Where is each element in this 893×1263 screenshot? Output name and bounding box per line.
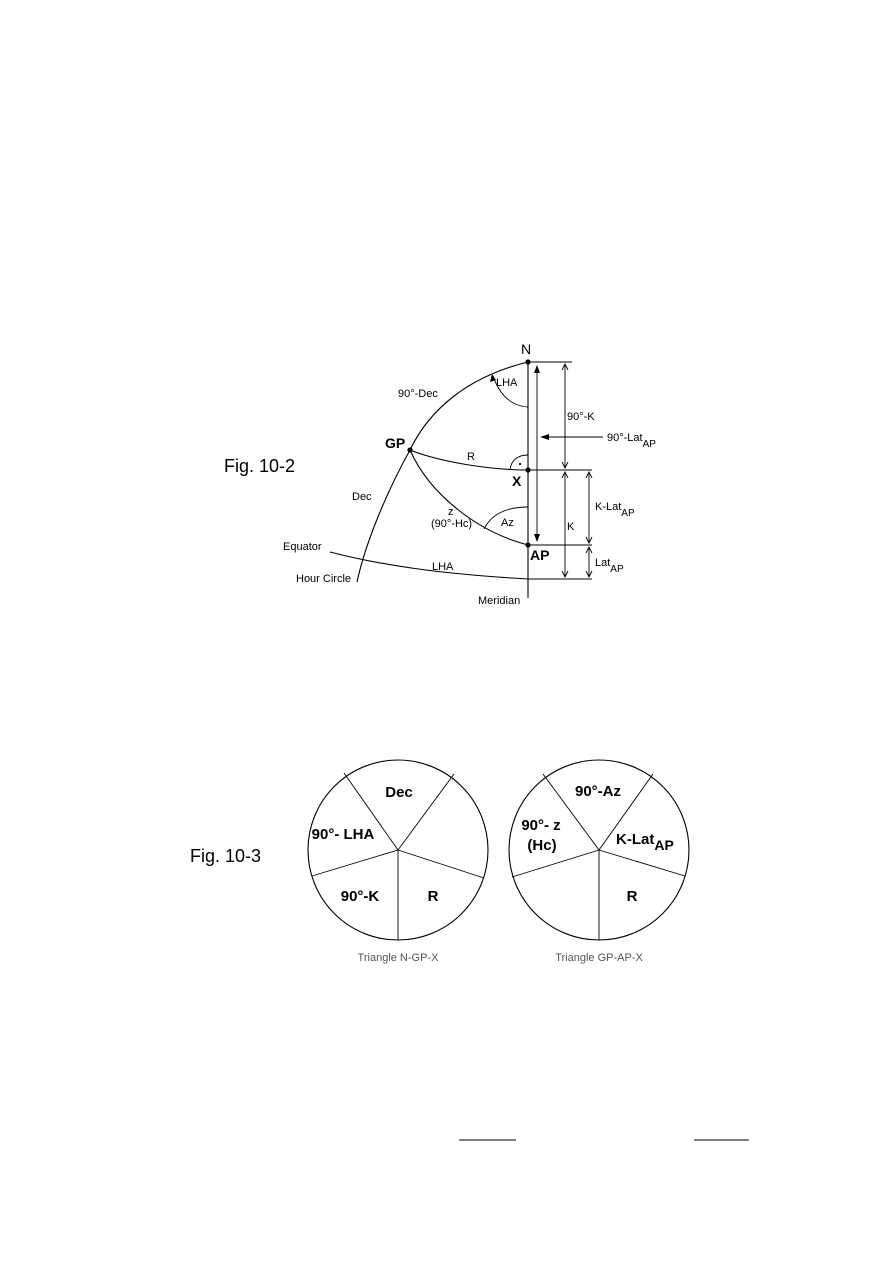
right-seg-left-line1: 90°- z	[521, 817, 560, 834]
fig-10-3: Fig. 10-3 Dec 90°- LHA 90°-K R Triangle …	[190, 759, 690, 964]
right-seg-bottom-right: R	[627, 888, 638, 905]
point-x	[525, 467, 531, 473]
angle-lha-arc	[492, 375, 529, 408]
angle-lha-arrow	[490, 374, 496, 382]
label-ap: AP	[530, 547, 549, 563]
right-angle-mark	[509, 454, 529, 471]
dim-k-lat-arrow-top	[585, 470, 593, 479]
left-divider-3	[311, 849, 399, 877]
label-x: X	[512, 473, 522, 489]
left-seg-top: Dec	[385, 784, 413, 801]
right-divider-1	[542, 773, 600, 851]
fig-10-3-label: Fig. 10-3	[190, 846, 261, 866]
dim-arrow-up	[534, 365, 540, 373]
left-seg-bottom-left: 90°-K	[341, 888, 380, 905]
angle-az-arc	[483, 506, 529, 530]
label-ninety-dec: 90°-Dec	[398, 388, 438, 400]
equator-arc	[329, 551, 529, 580]
label-ninety-k: 90°-K	[567, 411, 595, 423]
label-r: R	[467, 451, 475, 463]
arc-z	[409, 449, 529, 546]
point-n	[525, 359, 531, 365]
left-seg-left: 90°- LHA	[312, 826, 375, 843]
label-gp: GP	[385, 435, 405, 451]
napier-circle-right: 90°-Az 90°- z (Hc) K-LatAP R Triangle GP…	[508, 759, 690, 964]
dim-arrow-down	[534, 534, 540, 542]
dim-k-arrow-top	[561, 470, 569, 479]
right-seg-left-line2: (Hc)	[527, 837, 556, 854]
label-ninety-hc: (90°-Hc)	[431, 518, 472, 530]
arc-r	[409, 449, 529, 471]
dim-k-arrow-bot	[561, 570, 569, 579]
right-divider-2	[598, 773, 654, 851]
label-k-lat: K-LatAP	[595, 501, 635, 519]
point-gp	[407, 447, 413, 453]
left-divider-1	[343, 772, 399, 851]
dim-lat-arrow-bot	[585, 570, 593, 579]
fig-10-2: Fig. 10-2	[224, 341, 656, 607]
label-dec: Dec	[352, 491, 372, 503]
left-seg-bottom-right: R	[428, 888, 439, 905]
right-angle-dot	[518, 462, 522, 466]
label-ninety-lat: 90°-LatAP	[607, 432, 656, 450]
right-seg-top: 90°-Az	[575, 783, 621, 800]
label-lat: LatAP	[595, 557, 624, 575]
lat-pointer-arrow	[540, 434, 549, 440]
napier-circle-left: Dec 90°- LHA 90°-K R Triangle N-GP-X	[307, 759, 489, 964]
label-angle-lha: LHA	[496, 377, 518, 389]
point-ap	[525, 542, 531, 548]
label-z: z	[448, 506, 454, 518]
dim-lat-arrow-top	[585, 545, 593, 554]
left-caption: Triangle N-GP-X	[358, 952, 440, 964]
label-angle-az: Az	[501, 517, 514, 529]
right-divider-3	[511, 849, 600, 878]
label-k: K	[567, 521, 575, 533]
dim-k-lat-arrow-bot	[585, 536, 593, 545]
label-hour-circle: Hour Circle	[296, 573, 351, 585]
hour-circle-arc	[356, 361, 529, 583]
dim-ninety-k-arrow-bot	[561, 461, 569, 470]
right-caption: Triangle GP-AP-X	[555, 952, 643, 964]
left-divider-5	[397, 849, 485, 879]
right-divider-5	[598, 849, 686, 877]
label-meridian: Meridian	[478, 595, 520, 607]
right-seg-right: K-LatAP	[616, 831, 674, 853]
dim-ninety-k-arrow-top	[561, 362, 569, 371]
left-divider-2	[397, 773, 455, 851]
fig-10-2-label: Fig. 10-2	[224, 456, 295, 476]
label-equator: Equator	[283, 541, 322, 553]
label-n: N	[521, 341, 531, 357]
label-lha-equator: LHA	[432, 561, 454, 573]
